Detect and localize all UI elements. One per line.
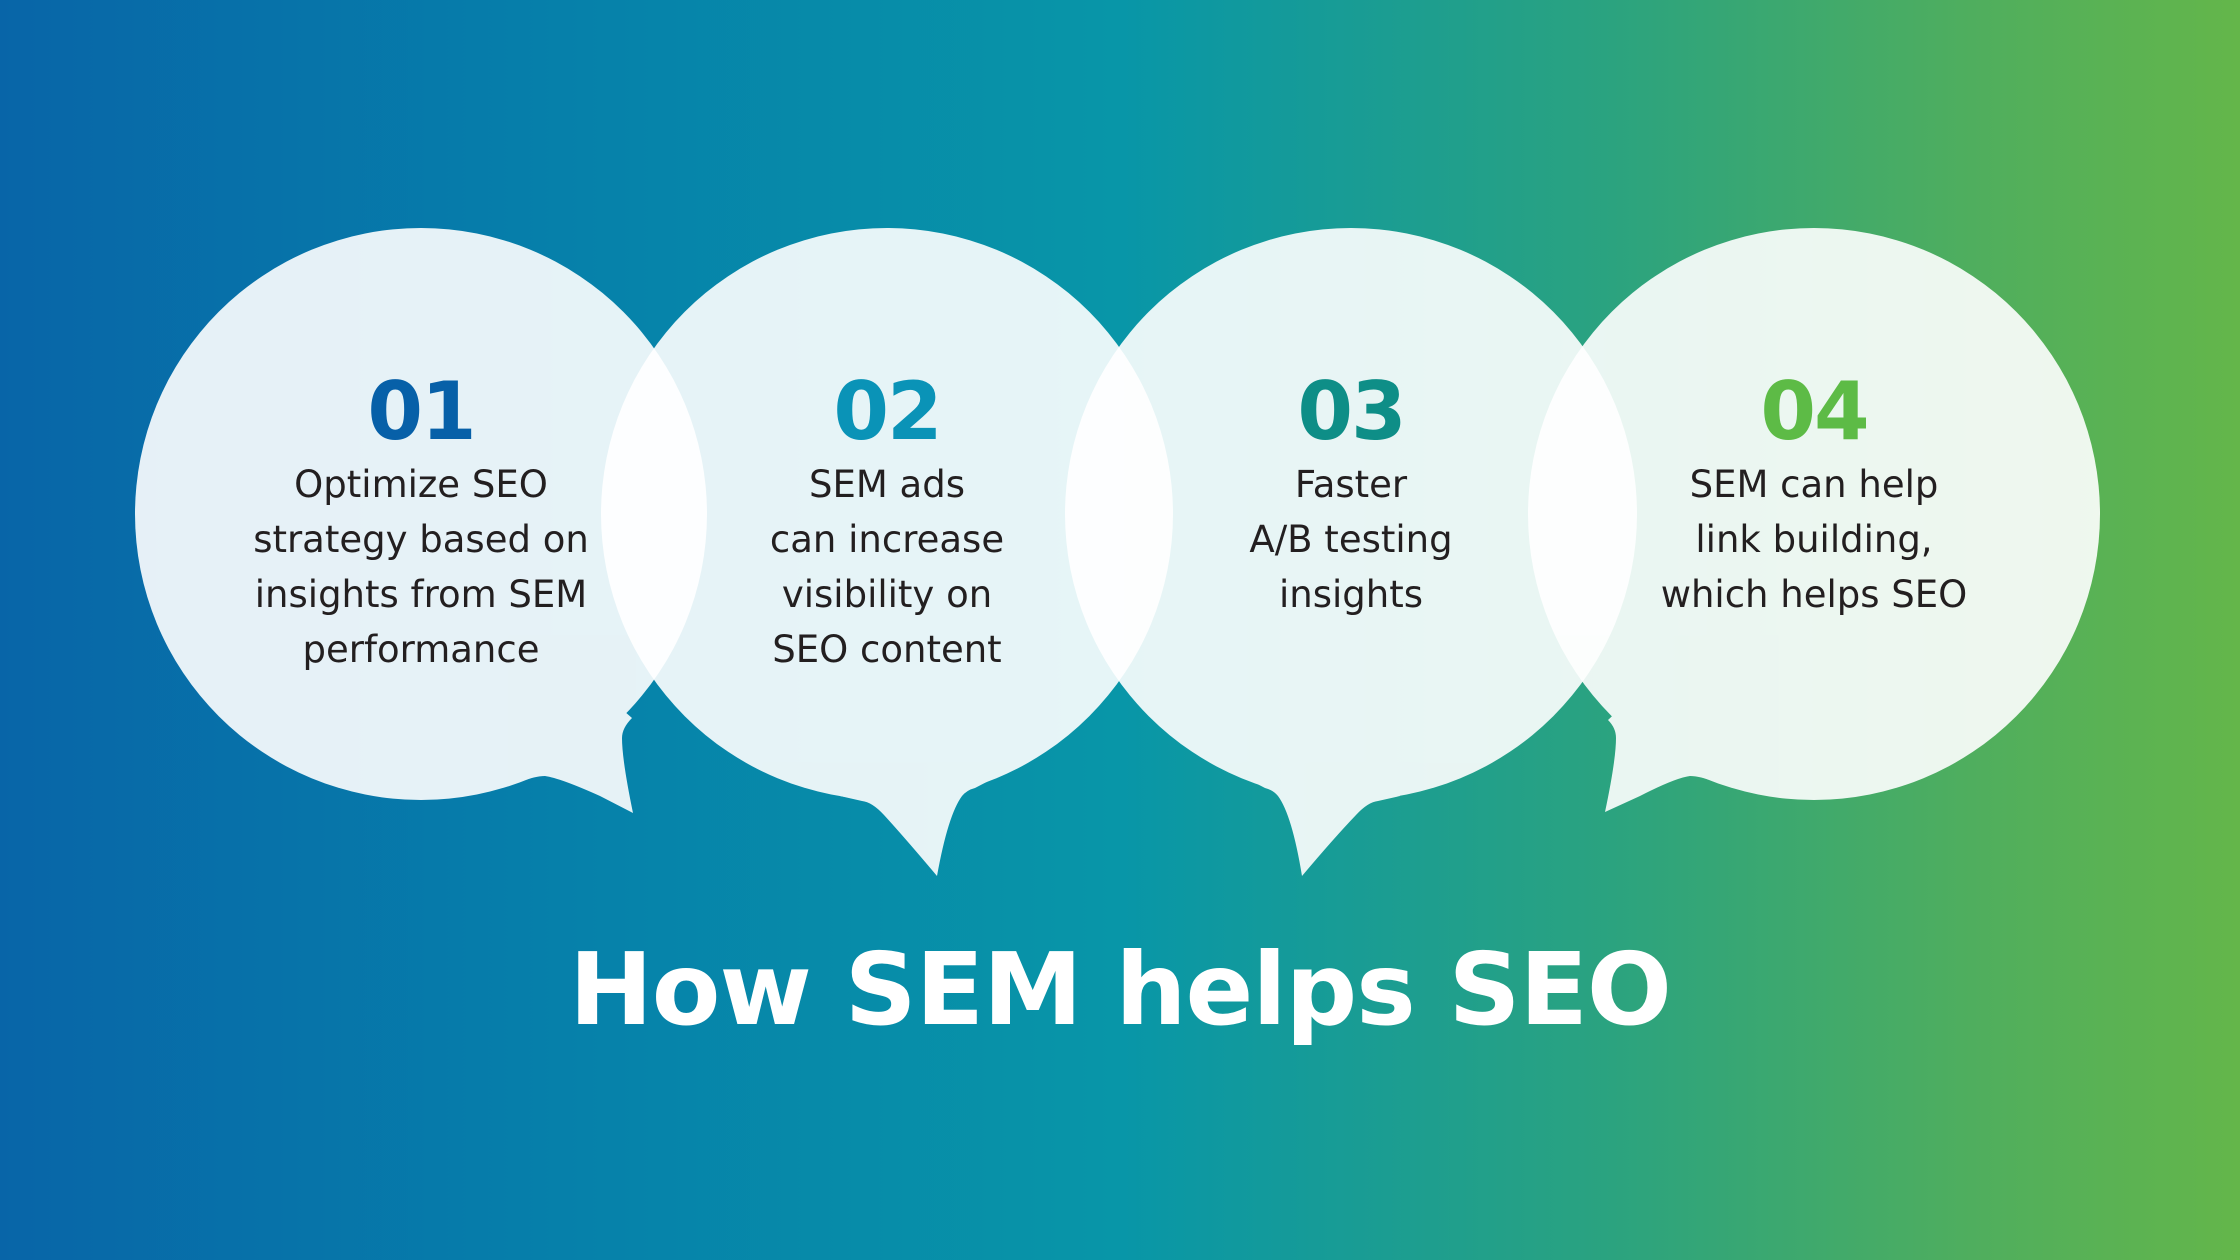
step-4: 04 SEM can help link building, which hel… (1574, 369, 2054, 622)
step-text-line: SEO content (772, 628, 1002, 671)
step-text-line: visibility on (781, 573, 993, 616)
step-text-line: insights from SEM (254, 573, 588, 616)
step-text-line: SEM can help (1689, 463, 1939, 506)
step-text-line: Optimize SEO (294, 463, 548, 506)
page-title: How SEM helps SEO (569, 931, 1672, 1048)
step-text-line: performance (302, 628, 540, 671)
speech-bubble-3 (1065, 228, 1637, 876)
speech-bubble-1 (135, 228, 707, 813)
step-number: 04 (1760, 365, 1869, 458)
step-text-line: insights (1278, 573, 1423, 616)
step-text-line: Faster (1294, 463, 1408, 506)
step-text-line: SEM ads (809, 463, 965, 506)
step-2: 02 SEM ads can increase visibility on SE… (647, 369, 1127, 677)
step-number: 03 (1297, 365, 1406, 458)
step-number: 01 (367, 365, 476, 458)
step-text-line: link building, (1695, 518, 1933, 561)
step-text-line: A/B testing (1249, 518, 1453, 561)
speech-bubble-2 (601, 228, 1173, 876)
speech-bubble-4 (1528, 228, 2100, 812)
step-number: 02 (833, 365, 942, 458)
step-text-line: which helps SEO (1660, 573, 1968, 616)
step-text-line: can increase (769, 518, 1005, 561)
step-3: 03 Faster A/B testing insights (1111, 369, 1591, 622)
step-text-line: strategy based on (253, 518, 589, 561)
step-1: 01 Optimize SEO strategy based on insigh… (181, 369, 661, 677)
